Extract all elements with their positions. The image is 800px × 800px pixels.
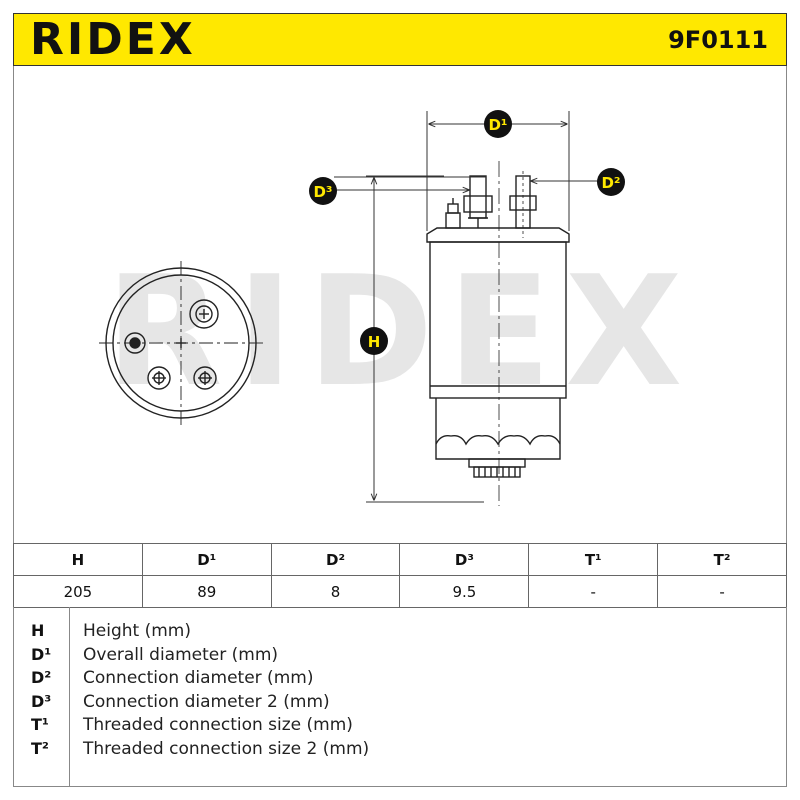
dimensions-table: H D¹ D² D³ T¹ T² 205 89 8 9.5 - -	[13, 543, 787, 608]
value-d3: 9.5	[399, 575, 530, 608]
legend-description: Overall diameter (mm)	[83, 645, 279, 665]
filter-top-view	[99, 261, 264, 426]
legend-item: D¹ Overall diameter (mm)	[14, 643, 788, 667]
legend: H Height (mm) D¹ Overall diameter (mm) D…	[13, 607, 787, 787]
header-bar: RIDEX 9F0111	[13, 13, 787, 66]
technical-drawing: RIDEX	[13, 66, 787, 543]
watermark: RIDEX	[106, 243, 697, 420]
brand-logo: RIDEX	[30, 14, 196, 65]
header-t2: T²	[657, 543, 787, 576]
legend-symbol: D¹	[31, 645, 52, 664]
value-d2: 8	[270, 575, 401, 608]
label-h-badge	[360, 327, 388, 355]
legend-item: D³ Connection diameter 2 (mm)	[14, 690, 788, 714]
value-t2: -	[657, 575, 787, 608]
label-d2: D²	[601, 174, 620, 192]
legend-divider	[69, 607, 70, 787]
legend-symbol: T¹	[31, 715, 49, 734]
legend-symbol: H	[31, 621, 45, 640]
label-d3: D³	[313, 183, 332, 201]
header-h: H	[13, 543, 143, 576]
legend-symbol: D³	[31, 692, 52, 711]
legend-item: T¹ Threaded connection size (mm)	[14, 713, 788, 737]
table-header-row: H D¹ D² D³ T¹ T²	[13, 543, 787, 576]
label-d3-badge	[309, 177, 337, 205]
legend-item: H Height (mm)	[14, 619, 788, 643]
table-row: 205 89 8 9.5 - -	[13, 575, 787, 608]
header-d3: D³	[399, 543, 530, 576]
legend-description: Height (mm)	[83, 621, 191, 641]
legend-symbol: D²	[31, 668, 52, 687]
drawing-canvas: RIDEX	[99, 110, 697, 506]
value-d1: 89	[141, 575, 272, 608]
legend-description: Connection diameter 2 (mm)	[83, 692, 330, 712]
legend-symbol: T²	[31, 739, 49, 758]
value-t1: -	[528, 575, 659, 608]
legend-description: Connection diameter (mm)	[83, 668, 314, 688]
label-h: H	[368, 333, 381, 351]
value-h: 205	[13, 575, 143, 608]
filter-side-view	[426, 161, 570, 506]
label-d1: D¹	[488, 116, 507, 134]
label-d1-badge	[484, 110, 512, 138]
legend-item: D² Connection diameter (mm)	[14, 666, 788, 690]
dimension-d3	[334, 176, 486, 190]
header-d2: D²	[270, 543, 401, 576]
header-t1: T¹	[528, 543, 659, 576]
header-d1: D¹	[141, 543, 272, 576]
legend-description: Threaded connection size (mm)	[83, 715, 353, 735]
part-number: 9F0111	[668, 26, 768, 54]
legend-description: Threaded connection size 2 (mm)	[83, 739, 370, 759]
legend-item: T² Threaded connection size 2 (mm)	[14, 737, 788, 761]
label-d2-badge	[597, 168, 625, 196]
